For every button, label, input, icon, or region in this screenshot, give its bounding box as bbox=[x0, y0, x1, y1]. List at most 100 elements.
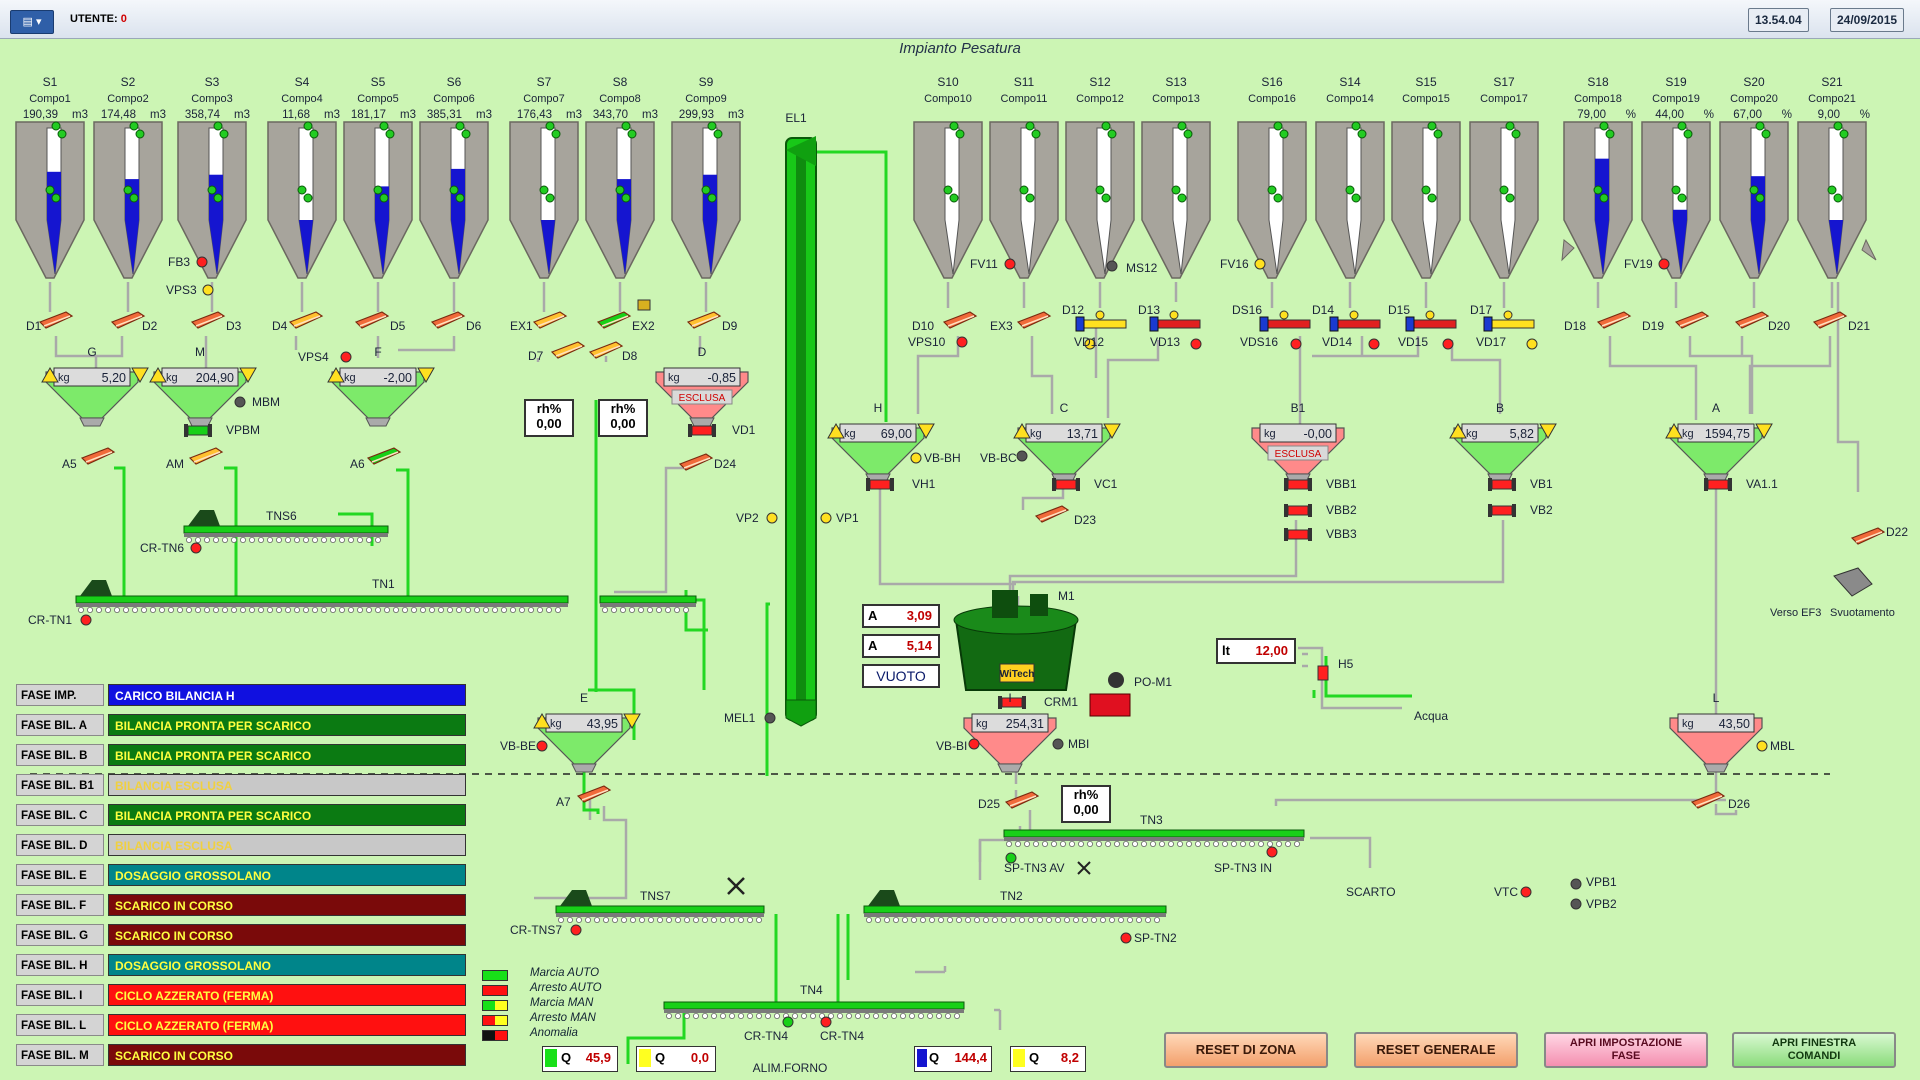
doser-d3[interactable] bbox=[190, 311, 226, 329]
valve-vb2[interactable] bbox=[1488, 504, 1516, 517]
doser-d8[interactable] bbox=[588, 341, 624, 359]
conveyor-tn2-roller bbox=[866, 917, 873, 924]
silo-value: 44,00 bbox=[1655, 109, 1684, 121]
valve-vd1[interactable] bbox=[688, 424, 716, 437]
conveyor-tns6-roller bbox=[266, 537, 273, 544]
doser-d23[interactable] bbox=[1034, 505, 1070, 523]
conveyor-tn2-roller bbox=[947, 917, 954, 924]
valve-vb1[interactable] bbox=[1488, 478, 1516, 491]
silo-id-label: S9 bbox=[699, 75, 714, 89]
label-vps4: VPS4 bbox=[298, 350, 329, 364]
pipe-line bbox=[1302, 652, 1308, 668]
doser-d19[interactable] bbox=[1674, 311, 1710, 329]
level-sensor-icon bbox=[955, 129, 965, 139]
conveyor-tn1-roller bbox=[455, 607, 462, 614]
screw-d13[interactable] bbox=[1149, 310, 1201, 332]
doser-a6[interactable] bbox=[366, 447, 402, 465]
label-vp2: VP2 bbox=[736, 511, 759, 525]
doser-d20[interactable] bbox=[1734, 311, 1770, 329]
valve-vbb1[interactable] bbox=[1284, 478, 1312, 491]
level-sensor-icon bbox=[1351, 193, 1361, 203]
valve-vh1[interactable] bbox=[866, 478, 894, 491]
reset-general-button[interactable]: RESET GENERALE bbox=[1354, 1032, 1518, 1068]
flow-box-3: Q 144,4 bbox=[914, 1046, 992, 1072]
level-sensor-icon bbox=[1593, 185, 1603, 195]
conveyor-tn1-roller bbox=[266, 607, 273, 614]
valve-vpbm[interactable] bbox=[184, 424, 212, 437]
valve-crm1[interactable] bbox=[998, 696, 1026, 709]
valve-vd1-flange-r bbox=[712, 424, 716, 437]
sensor-fv16 bbox=[1254, 258, 1266, 270]
level-sensor-icon bbox=[1755, 121, 1765, 131]
valve-va11[interactable] bbox=[1704, 478, 1732, 491]
silo-id-label: S5 bbox=[371, 75, 386, 89]
user-label: UTENTE: bbox=[70, 13, 118, 25]
label-d22: D22 bbox=[1886, 525, 1908, 539]
label-vbb1: VBB1 bbox=[1326, 477, 1357, 491]
level-sensor-icon bbox=[57, 129, 67, 139]
legend-swatch bbox=[482, 985, 508, 996]
doser-ex1[interactable] bbox=[532, 311, 568, 329]
screw-d17[interactable] bbox=[1483, 310, 1535, 332]
conveyor-tns6-roller bbox=[347, 537, 354, 544]
doser-d2[interactable] bbox=[110, 311, 146, 329]
doser-d24[interactable] bbox=[678, 453, 714, 471]
doser-a7[interactable] bbox=[576, 785, 612, 803]
doser-d6[interactable] bbox=[430, 311, 466, 329]
silo-id-label: S3 bbox=[205, 75, 220, 89]
valve-vc1[interactable] bbox=[1052, 478, 1080, 491]
open-phase-settings-button[interactable]: APRI IMPOSTAZIONE FASE bbox=[1544, 1032, 1708, 1068]
doser-d18[interactable] bbox=[1596, 311, 1632, 329]
active-pipe-line bbox=[396, 468, 410, 596]
conveyor-tn4-roller bbox=[684, 1013, 691, 1020]
label-vtc: VTC bbox=[1494, 885, 1518, 899]
doser-d1[interactable] bbox=[38, 311, 74, 329]
doser-d21[interactable] bbox=[1812, 311, 1848, 329]
doser-d26[interactable] bbox=[1690, 791, 1726, 809]
conveyor-tn2-roller bbox=[1037, 917, 1044, 924]
doser-d7[interactable] bbox=[550, 341, 586, 359]
rh-label-2: rh% bbox=[610, 401, 636, 416]
legend-label: Arresto AUTO bbox=[530, 982, 602, 994]
doser-d22[interactable] bbox=[1850, 527, 1886, 545]
screw-d12[interactable] bbox=[1075, 310, 1127, 332]
doser-a5[interactable] bbox=[80, 447, 116, 465]
silo-id-label: S15 bbox=[1415, 75, 1437, 89]
valve-vbb2[interactable] bbox=[1284, 504, 1312, 517]
warning-left-icon bbox=[149, 366, 167, 383]
doser-ex2[interactable] bbox=[596, 311, 632, 329]
doser-ex3[interactable] bbox=[1016, 311, 1052, 329]
scale-letter-i: I bbox=[1008, 691, 1011, 705]
doser-d9[interactable] bbox=[686, 311, 722, 329]
open-commands-button[interactable]: APRI FINESTRA COMANDI bbox=[1732, 1032, 1896, 1068]
phase-status: BILANCIA ESCLUSA bbox=[108, 834, 466, 856]
sensor-vbbe bbox=[536, 740, 548, 752]
reset-zone-button[interactable]: RESET DI ZONA bbox=[1164, 1032, 1328, 1068]
menu-button[interactable]: ▤ ▾ bbox=[10, 10, 54, 34]
label-crtn6: CR-TN6 bbox=[140, 541, 184, 555]
level-sensor-icon bbox=[449, 185, 459, 195]
conveyor-tn2-roller bbox=[920, 917, 927, 924]
screw-d14[interactable] bbox=[1329, 310, 1381, 332]
level-sensor-icon bbox=[1671, 185, 1681, 195]
valve-vc1-flange-l bbox=[1052, 478, 1056, 491]
doser-d25[interactable] bbox=[1004, 791, 1040, 809]
legend-label: Arresto MAN bbox=[530, 1012, 596, 1024]
sensor-vps4 bbox=[340, 351, 352, 363]
conveyor-tn4-roller bbox=[666, 1013, 673, 1020]
doser-d5[interactable] bbox=[354, 311, 390, 329]
doser-d4[interactable] bbox=[288, 311, 324, 329]
valve-vbb3[interactable] bbox=[1284, 528, 1312, 541]
pipe-line bbox=[1836, 282, 1860, 492]
doser-am[interactable] bbox=[188, 447, 224, 465]
label-vh1: VH1 bbox=[912, 477, 936, 491]
conveyor-tn3-roller bbox=[1087, 841, 1094, 848]
doser-d10[interactable] bbox=[942, 311, 978, 329]
valve-h5[interactable] bbox=[1317, 665, 1329, 681]
rh-box-1: rh% 0,00 bbox=[524, 399, 574, 437]
screw-d15[interactable] bbox=[1405, 310, 1457, 332]
screw-ds16[interactable] bbox=[1259, 310, 1311, 332]
